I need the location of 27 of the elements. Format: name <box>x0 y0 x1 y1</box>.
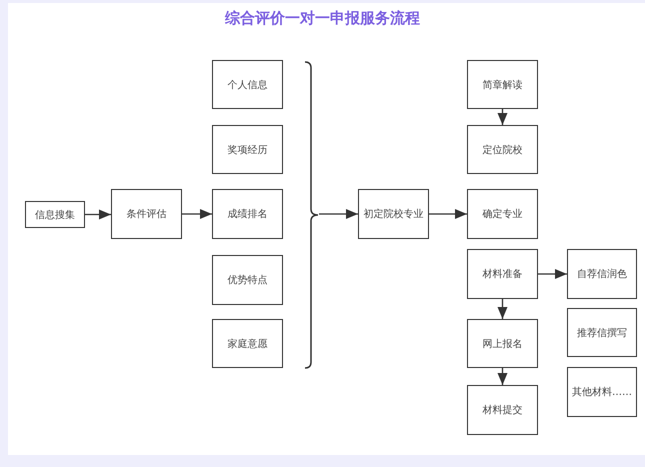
arrow <box>85 210 111 220</box>
process-box: 其他材料…… <box>567 367 637 417</box>
arrow <box>498 109 508 125</box>
arrow <box>429 209 467 219</box>
arrow <box>319 209 358 219</box>
process-box: 个人信息 <box>212 60 283 109</box>
arrow <box>498 299 508 319</box>
process-box: 自荐信润色 <box>567 249 637 299</box>
process-box: 信息搜集 <box>25 201 85 228</box>
curly-brace <box>304 61 319 369</box>
process-box: 材料准备 <box>467 249 538 299</box>
arrow <box>538 269 567 279</box>
process-box: 材料提交 <box>467 385 538 435</box>
process-box: 条件评估 <box>111 189 182 239</box>
title: 综合评价一对一申报服务流程 <box>225 9 420 27</box>
process-box: 确定专业 <box>467 189 538 239</box>
process-box: 家庭意愿 <box>212 319 283 368</box>
arrow <box>498 368 508 385</box>
process-box: 优势特点 <box>212 255 283 305</box>
process-box: 网上报名 <box>467 319 538 368</box>
process-box: 成绩排名 <box>212 189 283 239</box>
process-box: 简章解读 <box>467 60 538 109</box>
process-box: 初定院校专业 <box>358 189 429 239</box>
arrow <box>182 209 212 219</box>
process-box: 奖项经历 <box>212 125 283 174</box>
process-box: 推荐信撰写 <box>567 308 637 357</box>
process-box: 定位院校 <box>467 125 538 174</box>
